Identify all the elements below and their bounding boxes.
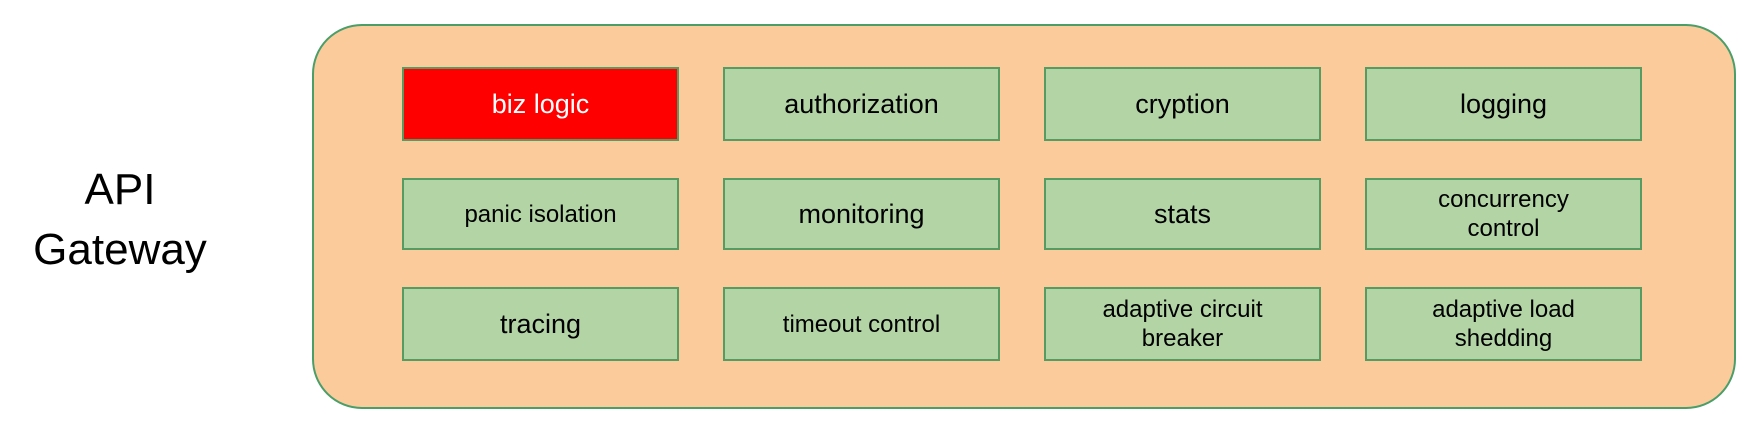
module-tracing: tracing bbox=[402, 287, 679, 361]
module-timeout-control: timeout control bbox=[723, 287, 1000, 361]
module-authorization: authorization bbox=[723, 67, 1000, 141]
module-monitoring: monitoring bbox=[723, 178, 1000, 250]
module-grid: biz logic authorization cryption logging… bbox=[402, 67, 1642, 361]
module-adaptive-circuit-breaker: adaptive circuit breaker bbox=[1044, 287, 1321, 361]
module-panic-isolation: panic isolation bbox=[402, 178, 679, 250]
module-cryption: cryption bbox=[1044, 67, 1321, 141]
module-adaptive-load-shedding: adaptive load shedding bbox=[1365, 287, 1642, 361]
module-stats: stats bbox=[1044, 178, 1321, 250]
module-logging: logging bbox=[1365, 67, 1642, 141]
api-gateway-label: API Gateway bbox=[33, 165, 207, 274]
gateway-container: biz logic authorization cryption logging… bbox=[312, 24, 1736, 409]
module-biz-logic: biz logic bbox=[402, 67, 679, 141]
module-concurrency-control: concurrency control bbox=[1365, 178, 1642, 250]
